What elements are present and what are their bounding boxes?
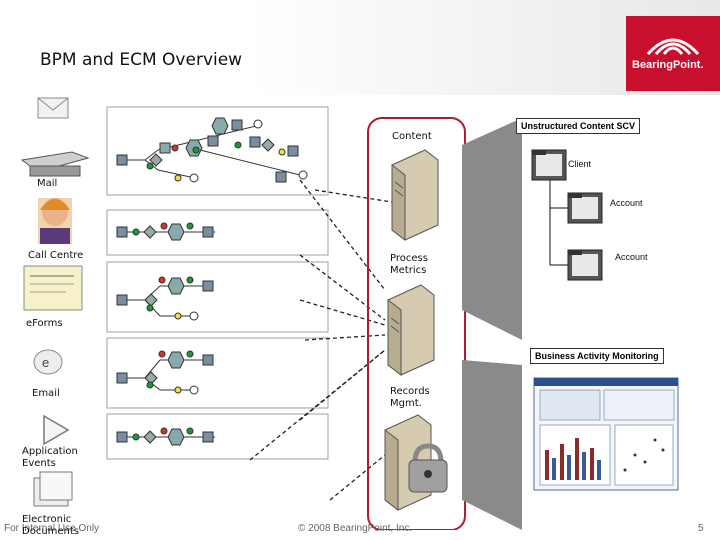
channel-label-email: Email [32,388,60,399]
folder-icon [567,249,603,281]
electronic-document-icon [33,471,73,507]
logo-arcs-icon [646,38,700,56]
footer-copyright: © 2008 BearingPoint, Inc. [298,523,413,534]
application-event-play-icon [43,414,70,446]
mail-sorting-machine-icon [20,151,90,177]
process-lanes [106,106,329,460]
server-icon [387,284,435,377]
mail-envelope-icon [37,97,69,119]
scv-projection-panel [462,118,522,340]
header-band [0,0,720,95]
bpm-ecm-diagram: e [20,97,679,530]
page-number: 5 [698,523,704,534]
workflow-lane-5 [116,427,215,446]
scv-title-box: Unstructured Content SCV [516,118,641,134]
workflow-lane-2 [116,222,215,241]
dashed-connectors [249,179,393,501]
workflow-lane-3 [116,276,214,321]
channel-label-eforms: eForms [26,318,63,329]
eforms-document-icon [23,265,83,311]
svg-text:e: e [42,355,49,370]
channel-label-call-centre: Call Centre [28,250,84,261]
logo-text: BearingPoint. [632,59,704,71]
workflow-lane-1 [116,117,308,183]
bearingpoint-logo: BearingPoint. [626,16,720,91]
footer-classification: For Internal Use Only [4,523,100,534]
folder-icon [531,149,567,181]
channel-label-mail: Mail [37,178,58,189]
scv-account-label: Account [615,252,648,262]
server-group-frame [367,117,466,530]
server-label-content: Content [392,131,432,142]
bam-projection-panel [462,360,522,530]
records-server-lock-icon [384,414,448,512]
bam-title-box: Business Activity Monitoring [530,348,664,364]
email-icon: e [33,349,63,375]
bam-dashboard-screenshot [533,377,679,491]
server-icon [391,149,439,242]
folder-icon [567,192,603,224]
page-title: BPM and ECM Overview [40,50,243,70]
call-centre-agent-photo [38,198,72,244]
scv-account-label: Account [610,198,643,208]
scv-tree [531,149,603,281]
workflow-lane-4 [116,350,214,395]
scv-client-label: Client [568,159,592,169]
